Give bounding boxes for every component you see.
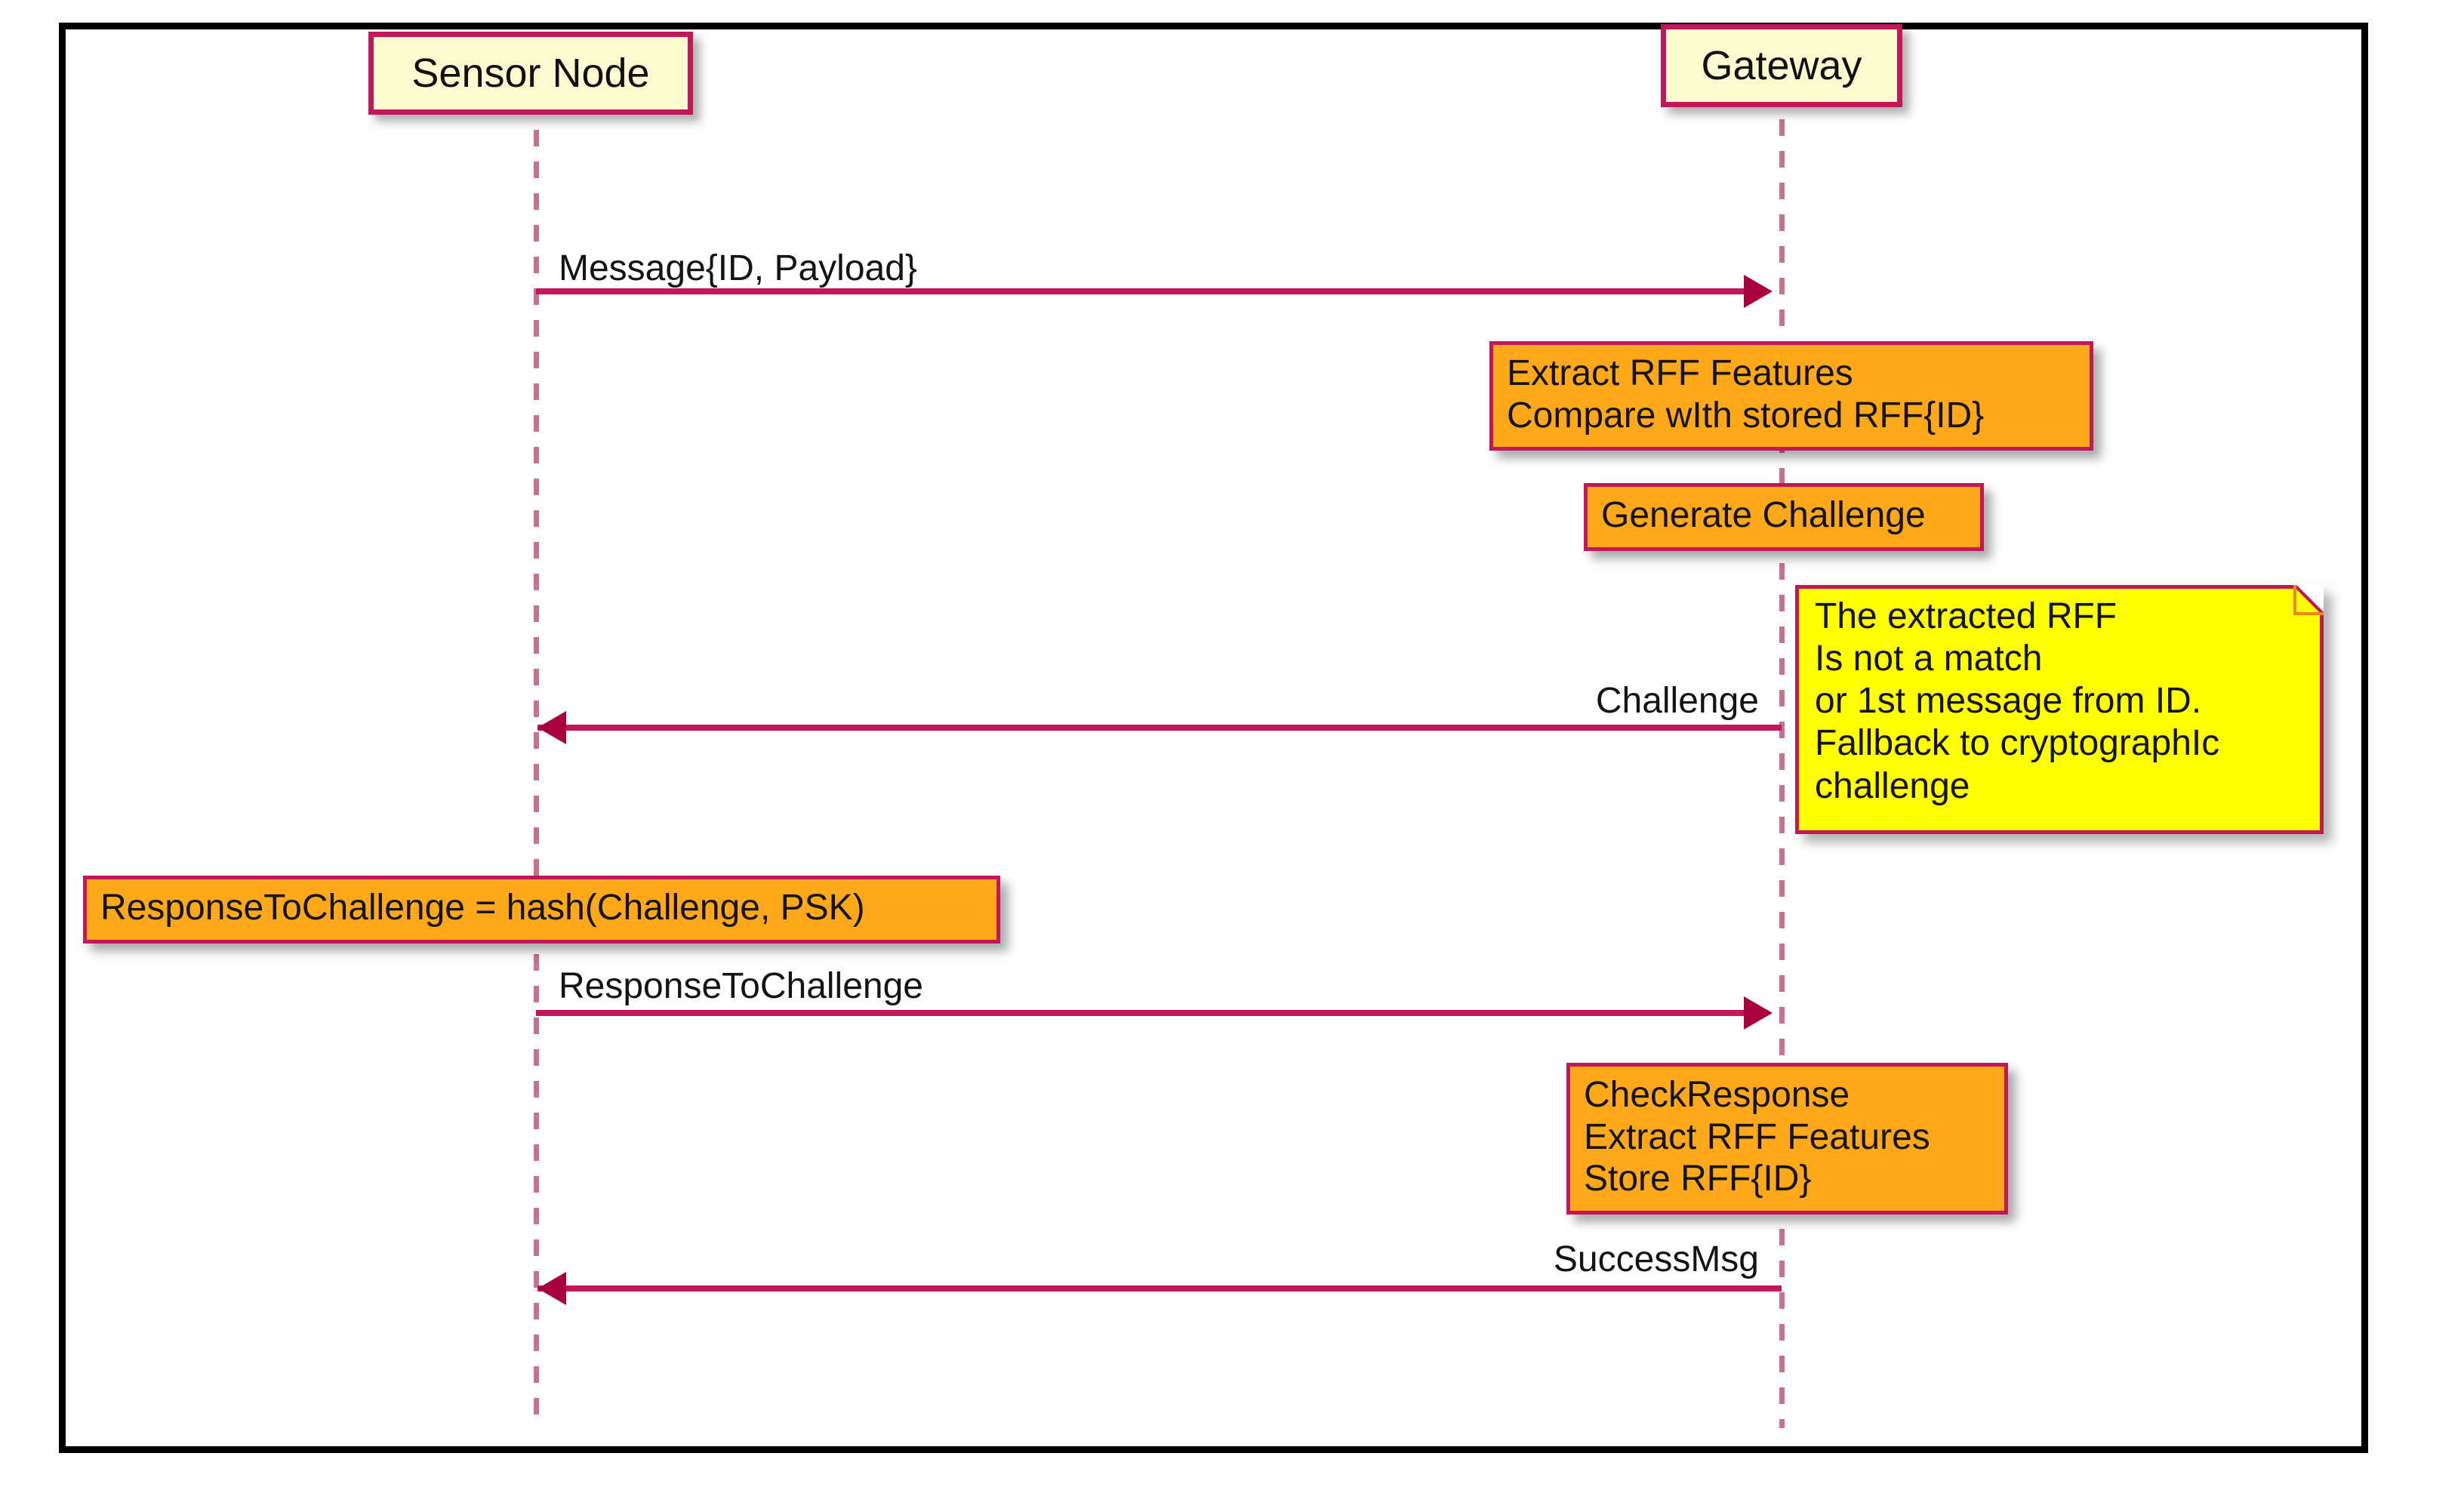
- lifeline-sensor-node: [534, 130, 539, 1428]
- action-box-line: Compare wIth stored RFF{ID}: [1507, 395, 1985, 436]
- participant-label-sensor-node: Sensor Node: [411, 51, 650, 96]
- note-line: or 1st message from ID.: [1815, 681, 2202, 722]
- arrowhead-response-to-challenge: [1744, 996, 1773, 1030]
- note-body: [1795, 585, 2324, 834]
- action-box-line: Generate Challenge: [1601, 495, 1926, 535]
- action-box-extract-rff[interactable]: Extract RFF Features Compare wIth stored…: [1489, 341, 2093, 451]
- note-rff-fallback[interactable]: The extracted RFF Is not a match or 1st …: [1795, 585, 2324, 834]
- arrowhead-message-id-payload: [1744, 275, 1773, 308]
- message-label-message-id-payload: Message{ID, Payload}: [559, 248, 917, 288]
- message-label-challenge: Challenge: [1595, 681, 1759, 721]
- message-label-success-msg: SuccessMsg: [1553, 1239, 1759, 1279]
- note-fold-corner-icon: [2293, 585, 2324, 615]
- message-line-challenge: [537, 725, 1782, 731]
- action-box-response-hash[interactable]: ResponseToChallenge = hash(Challenge, PS…: [83, 876, 1000, 944]
- note-line: Fallback to cryptographIc: [1815, 723, 2220, 764]
- action-box-line: Store RFF{ID}: [1584, 1159, 1812, 1199]
- participant-gateway[interactable]: Gateway: [1661, 24, 1902, 107]
- action-box-generate-challenge[interactable]: Generate Challenge: [1584, 483, 1984, 551]
- action-box-line: Extract RFF Features: [1584, 1116, 1930, 1157]
- arrowhead-success-msg: [537, 1272, 566, 1305]
- note-line: Is not a match: [1815, 639, 2043, 679]
- note-text: The extracted RFF Is not a match or 1st …: [1795, 585, 2324, 820]
- message-line-message-id-payload: [536, 288, 1744, 294]
- message-label-response-to-challenge: ResponseToChallenge: [559, 966, 923, 1006]
- note-line: The extracted RFF: [1815, 596, 2118, 636]
- lifeline-gateway: [1779, 119, 1785, 1428]
- message-line-success-msg: [537, 1285, 1782, 1292]
- message-line-response-to-challenge: [536, 1010, 1744, 1016]
- participant-sensor-node[interactable]: Sensor Node: [368, 32, 693, 115]
- participant-label-gateway: Gateway: [1701, 43, 1862, 88]
- action-box-check-response[interactable]: CheckResponse Extract RFF Features Store…: [1566, 1063, 2008, 1215]
- action-box-line: Extract RFF Features: [1507, 353, 1853, 393]
- note-line: challenge: [1815, 765, 1970, 806]
- action-box-line: CheckResponse: [1584, 1075, 1850, 1115]
- arrowhead-challenge: [537, 711, 566, 744]
- action-box-line: ResponseToChallenge = hash(Challenge, PS…: [100, 888, 865, 928]
